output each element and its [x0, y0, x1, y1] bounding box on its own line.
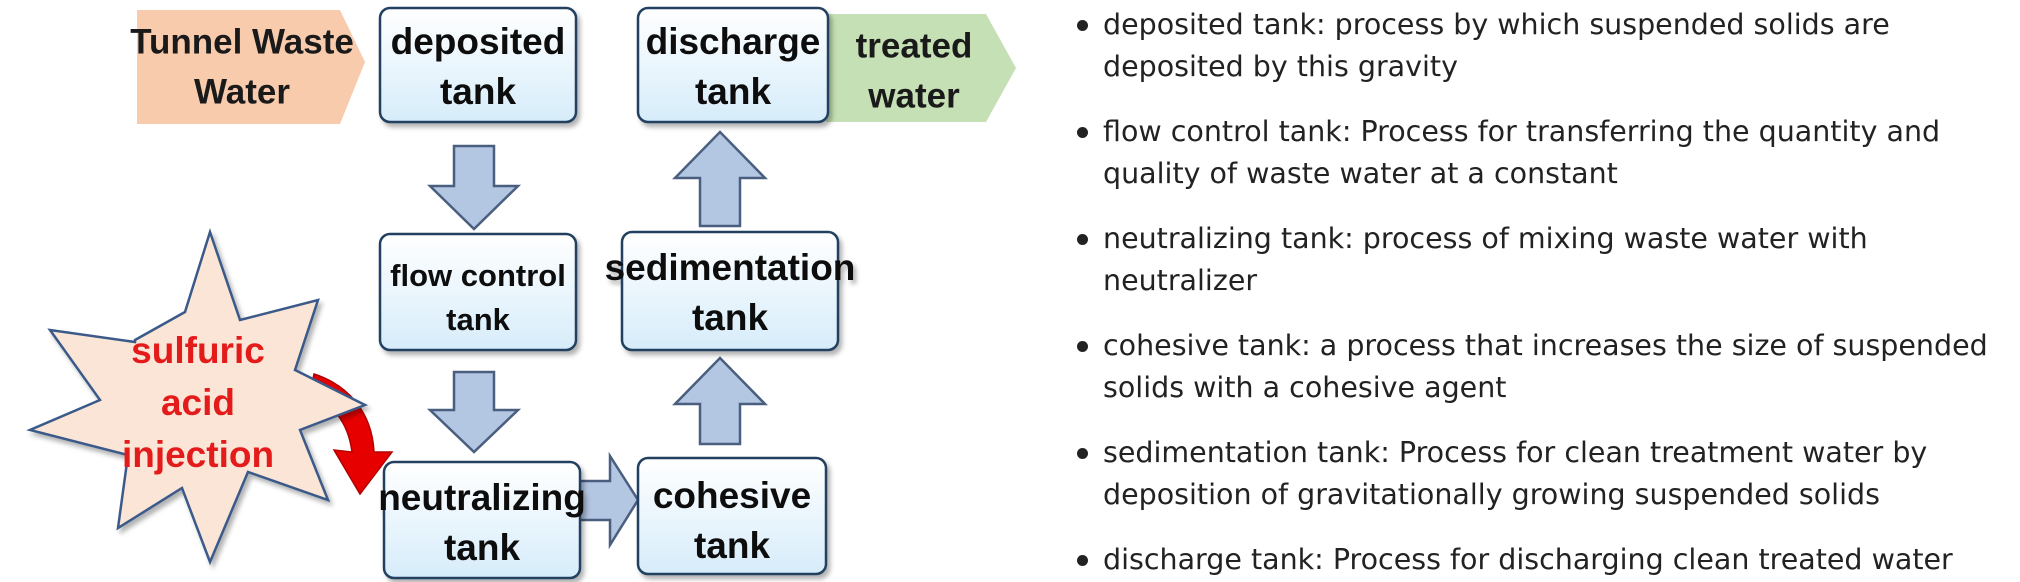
description-item-discharge: discharge tank: Process for discharging … [1075, 539, 2015, 581]
arrow-sedimentation-to-discharge [672, 130, 768, 228]
output-label-line-2: water [867, 76, 960, 115]
description-item-neutralizing: neutralizing tank: process of mixing was… [1075, 218, 2015, 302]
sulfuric-acid-injection-burst: sulfuric acid injection [26, 227, 369, 566]
tank-flow-control-label-2: tank [446, 302, 511, 337]
tank-sedimentation: sedimentation tank [605, 230, 856, 352]
arrow-cohesive-to-sedimentation [672, 356, 768, 446]
tank-neutralizing: neutralizing tank [378, 460, 586, 580]
input-label-line-2: Water [194, 72, 290, 111]
tank-cohesive-label-1: cohesive [653, 475, 811, 516]
tank-cohesive: cohesive tank [636, 456, 828, 576]
starburst-shape [26, 227, 369, 566]
tank-flow-control-label-1: flow control [390, 258, 566, 293]
tank-cohesive-label-2: tank [694, 525, 771, 566]
tank-flow-control: flow control tank [378, 232, 578, 352]
input-label-line-1: Tunnel Waste [130, 22, 354, 61]
injection-label-line-1: sulfuric [131, 330, 265, 371]
injection-label-line-3: injection [122, 434, 274, 475]
description-item-flow-control: flow control tank: Process for transferr… [1075, 111, 2015, 195]
process-description-list: deposited tank: process by which suspend… [1075, 0, 2015, 581]
injection-label-line-2: acid [161, 382, 235, 423]
process-flow-diagram: Tunnel Waste Water treated water sulfuri… [26, 6, 1016, 580]
tank-discharge: discharge tank [636, 6, 830, 124]
description-item-sedimentation: sedimentation tank: Process for clean tr… [1075, 432, 2015, 516]
description-item-cohesive: cohesive tank: a process that increases … [1075, 325, 2015, 409]
flow-arrows [426, 130, 768, 550]
tank-neutralizing-label-2: tank [444, 527, 521, 568]
tank-sedimentation-label-1: sedimentation [605, 247, 856, 288]
tank-deposited: deposited tank [378, 6, 578, 124]
arrow-deposited-to-flow-control [426, 144, 522, 231]
tank-discharge-label-1: discharge [646, 21, 821, 62]
tank-neutralizing-label-1: neutralizing [378, 477, 586, 518]
description-item-deposited: deposited tank: process by which suspend… [1075, 4, 2015, 88]
input-tunnel-waste-water: Tunnel Waste Water [130, 10, 365, 124]
output-label-line-1: treated [856, 26, 973, 65]
output-treated-water: treated water [826, 14, 1016, 122]
tank-deposited-label-2: tank [440, 71, 517, 112]
tank-discharge-label-2: tank [695, 71, 772, 112]
arrow-flow-control-to-neutralizing [426, 370, 522, 454]
tank-deposited-label-1: deposited [391, 21, 566, 62]
tank-sedimentation-label-2: tank [692, 297, 769, 338]
